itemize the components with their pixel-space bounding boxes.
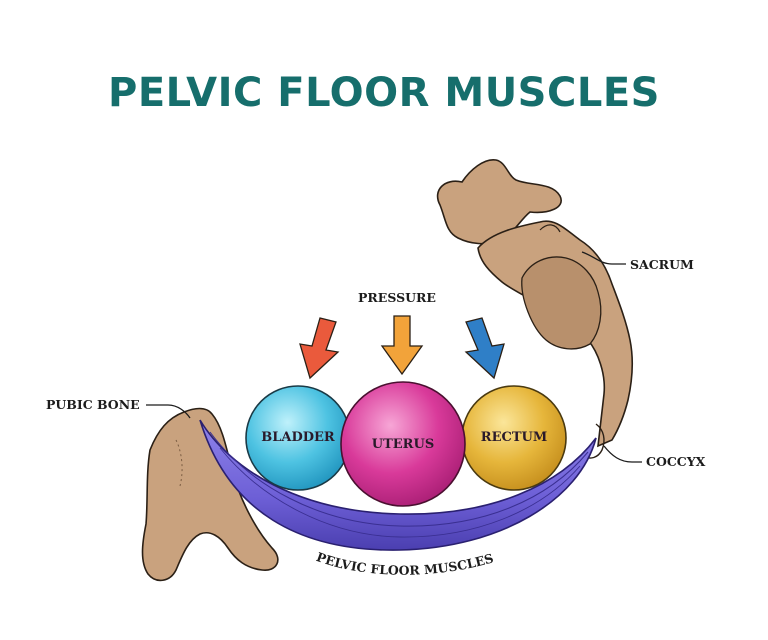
pubic-bone-leader-line <box>146 404 191 419</box>
pressure-arrow-right <box>464 317 505 380</box>
pressure-arrow-left <box>299 317 340 380</box>
pressure-label: PRESSURE <box>358 290 436 305</box>
page-title: PELVIC FLOOR MUSCLES <box>108 70 660 116</box>
bladder-label: BLADDER <box>261 430 335 445</box>
uterus-label: UTERUS <box>371 437 435 452</box>
sacrum-leader-line <box>581 251 626 265</box>
sacrum-label: SACRUM <box>630 257 694 272</box>
coccyx-leader-line <box>603 445 642 463</box>
pressure-arrow-middle <box>380 315 424 376</box>
pubic-bone <box>141 407 279 582</box>
pubic-bone-label: PUBIC BONE <box>46 397 140 412</box>
rectum-label: RECTUM <box>480 430 548 445</box>
uterus-organ <box>340 381 466 507</box>
pelvic-floor-muscles-caption: PELVIC FLOOR MUSCLES <box>314 549 495 578</box>
sacrum-bone <box>436 159 633 459</box>
coccyx-label: COCCYX <box>646 454 706 469</box>
pelvic-floor-muscle <box>199 419 597 551</box>
